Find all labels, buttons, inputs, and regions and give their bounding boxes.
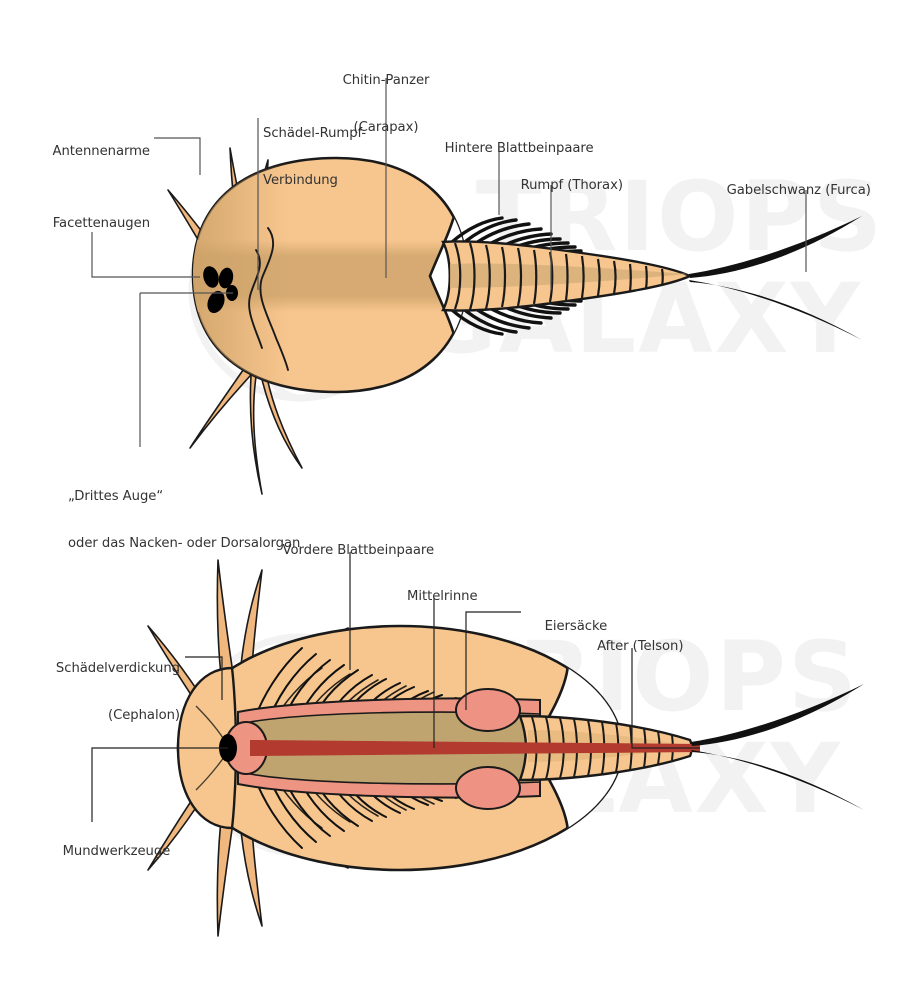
antenna-arm <box>257 361 303 469</box>
label-eiersaecke: Eiersäcke <box>544 618 608 634</box>
label-antennenarme: Antennenarme <box>52 143 151 159</box>
cervical-sulcus <box>248 227 289 371</box>
label-chitin-panzer: Chitin-Panzer (Carapax) <box>342 73 430 135</box>
furca-filament-upper <box>689 216 862 278</box>
label-after-telson: After (Telson) <box>597 638 684 654</box>
furca-filament-upper <box>691 684 864 746</box>
thorax-group <box>441 216 693 336</box>
label-schaedelverdickung: Schädelverdickung (Cephalon) <box>55 661 180 723</box>
label-rumpf-thorax: Rumpf (Thorax) <box>520 177 623 193</box>
leader-schaedelverdickung <box>185 656 223 700</box>
antenna-arm <box>249 361 263 495</box>
label-hintere-blattbeinpaare: Hintere Blattbeinpaare <box>444 140 594 156</box>
label-gabelschwanz-furca: Gabelschwanz (Furca) <box>726 182 871 198</box>
egg-sac-upper <box>455 688 521 732</box>
furca-group <box>689 216 862 340</box>
label-facettenaugen: Facettenaugen <box>52 215 150 231</box>
label-schaedel-rumpf-verbindung: Schädel-Rumpf- Verbindung <box>263 126 367 188</box>
label-drittes-auge: „Drittes Auge“ oder das Nacken- oder Dor… <box>68 489 301 551</box>
label-mundwerkzeuge: Mundwerkzeuge <box>62 843 171 859</box>
compound-eye-lower <box>207 290 225 314</box>
leader-eiersaecke <box>465 611 521 710</box>
label-vordere-blattbeinpaare: Vordere Blattbeinpaare <box>282 542 435 558</box>
label-mittelrinne: Mittelrinne <box>407 588 478 604</box>
ventral-furca-group <box>691 684 864 810</box>
egg-sac-lower <box>455 766 521 810</box>
thorax-segments <box>453 242 664 311</box>
compound-eye-right <box>218 267 234 289</box>
thorax-median-stripe <box>450 263 688 288</box>
leader-antennenarme <box>154 137 201 175</box>
leader-mundwerkzeuge <box>91 747 228 822</box>
ventral-leader-lines <box>91 552 700 822</box>
leader-facettenaugen <box>91 232 200 278</box>
compound-eye-left <box>203 266 219 288</box>
leader-drittes-auge <box>139 292 233 447</box>
leader-after-telson <box>631 648 700 749</box>
gut-line <box>250 740 700 756</box>
dorsal-leader-lines <box>91 78 807 447</box>
